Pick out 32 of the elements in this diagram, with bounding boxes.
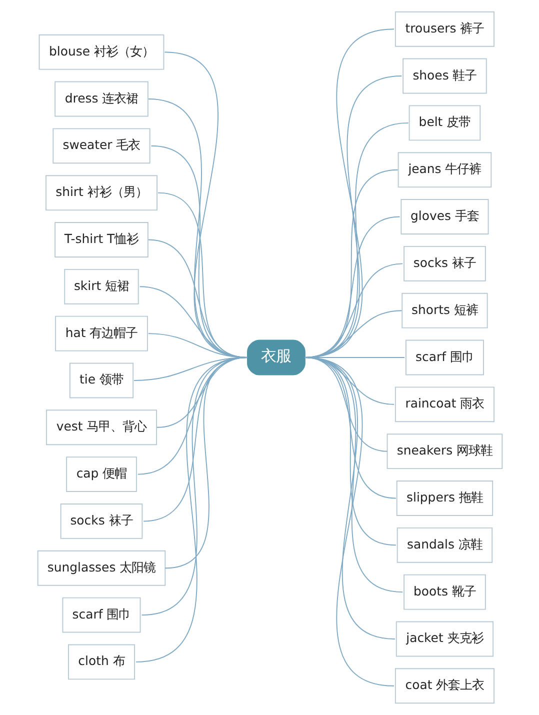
node-box: dress 连衣裙 bbox=[54, 81, 148, 117]
node-box: socks 袜子 bbox=[60, 504, 142, 539]
node-box: T-shirt T恤衫 bbox=[54, 222, 148, 258]
node-box: cloth 布 bbox=[67, 644, 134, 680]
node-box: cap 便帽 bbox=[66, 456, 136, 492]
node-box: hat 有边帽子 bbox=[54, 316, 148, 352]
connector bbox=[304, 357, 394, 686]
node-box: socks 袜子 bbox=[403, 246, 486, 282]
connector bbox=[134, 357, 248, 662]
node-box: shorts 短裤 bbox=[401, 292, 488, 328]
node-box: raincoat 雨衣 bbox=[394, 386, 494, 422]
node-box: shirt 衬衫（男） bbox=[45, 175, 157, 211]
node-box: sunglasses 太阳镜 bbox=[36, 550, 166, 586]
node-box: sandals 凉鞋 bbox=[396, 527, 492, 563]
node-box: jeans 牛仔裤 bbox=[397, 152, 492, 188]
node-box: belt 皮带 bbox=[408, 105, 480, 141]
node-box: 衣服 bbox=[246, 340, 305, 376]
node-box: blouse 衬衫（女） bbox=[38, 34, 164, 70]
node-box: skirt 短裙 bbox=[64, 268, 138, 304]
node-box: scarf 围巾 bbox=[404, 340, 484, 376]
node-box: shoes 鞋子 bbox=[402, 58, 486, 94]
node-box: sneakers 网球鞋 bbox=[386, 434, 502, 470]
node-box: gloves 手套 bbox=[400, 199, 488, 234]
node-box: trousers 裤子 bbox=[394, 11, 494, 47]
node-box: vest 马甲、背心 bbox=[45, 410, 157, 446]
node-box: sweater 毛衣 bbox=[52, 128, 150, 164]
node-box: tie 领带 bbox=[68, 362, 134, 398]
node-box: scarf 围巾 bbox=[62, 597, 140, 633]
node-box: slippers 拖鞋 bbox=[396, 480, 493, 516]
node-box: jacket 夹克衫 bbox=[395, 621, 494, 657]
node-box: coat 外套上衣 bbox=[394, 668, 494, 704]
node-box: boots 靴子 bbox=[403, 574, 486, 610]
